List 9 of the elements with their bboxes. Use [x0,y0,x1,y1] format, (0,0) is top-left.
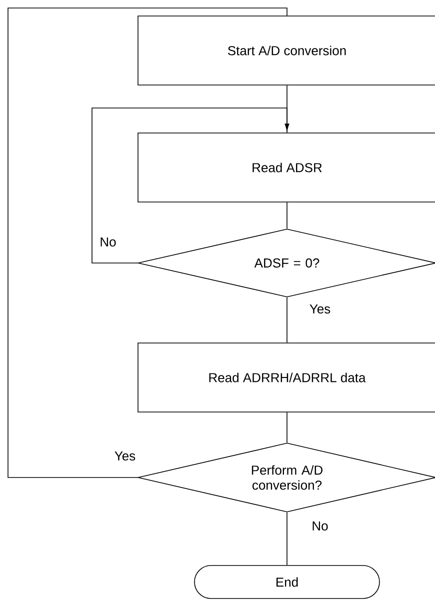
edge-label: Yes [114,451,136,461]
flow-arrow [92,108,290,264]
terminal-box: End [194,565,380,599]
process-box: Read ADSR [138,132,435,202]
edge-label: No [312,521,328,531]
process-box: Start A/D conversion [138,16,435,86]
edge-label: No [100,237,116,247]
edge-label: Yes [310,304,330,314]
process-box: Read ADRRH/ADRRL data [138,342,435,412]
